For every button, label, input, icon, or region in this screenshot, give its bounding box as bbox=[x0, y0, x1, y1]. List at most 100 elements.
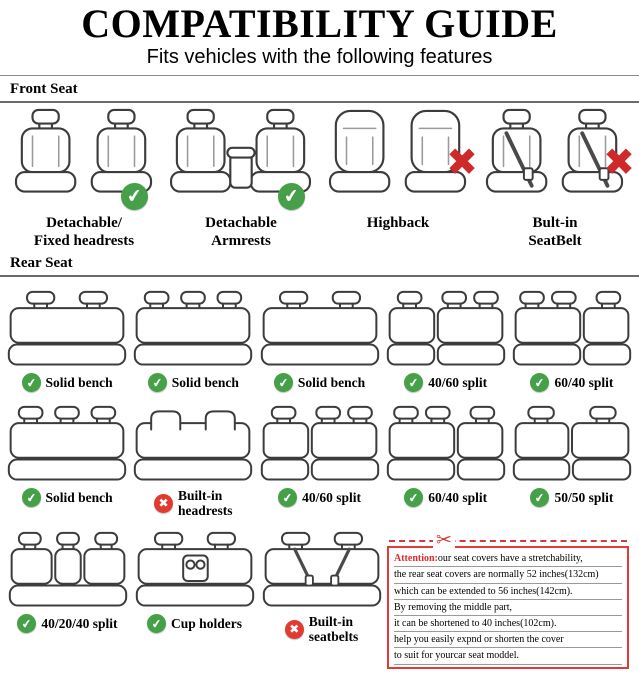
page-subtitle: Fits vehicles with the following feature… bbox=[0, 45, 639, 76]
front-option-label: Detachable Armrests bbox=[205, 215, 277, 249]
check-icon: ✔ bbox=[529, 371, 551, 394]
rear-option-60-40-split: ✔ 60/40 split bbox=[509, 289, 635, 394]
attention-line: which can be extended to 56 inches(142cm… bbox=[394, 584, 622, 600]
rear-option-label-row: ✔ Solid bench bbox=[256, 371, 382, 394]
bench-builtin-headrests-illustration bbox=[130, 404, 256, 486]
rear-option-60-40-split: ✔ 60/40 split bbox=[383, 404, 509, 518]
rear-option-label-row: ✔ Solid bench bbox=[130, 371, 256, 394]
rear-option-label-row: ✔ Cup holders bbox=[131, 612, 258, 635]
attention-line: help you easily expnd or shorten the cov… bbox=[394, 632, 622, 649]
front-option-highback: ✖ Highback bbox=[322, 108, 478, 250]
check-icon: ✔ bbox=[145, 612, 168, 635]
rear-option-label: 40/60 split bbox=[428, 374, 488, 390]
rear-option-label-row: ✔ Solid bench bbox=[4, 371, 130, 394]
rear-option-label: 60/40 split bbox=[554, 374, 614, 390]
check-icon: ✔ bbox=[146, 371, 168, 394]
front-seats-detachable-headrests-illustration: ✔ bbox=[8, 108, 160, 212]
split-40-60-illustration bbox=[383, 289, 509, 371]
rear-option-40-20-40-split: ✔ 40/20/40 split bbox=[4, 530, 131, 668]
attention-box: Attention:our seat covers have a stretch… bbox=[387, 546, 629, 669]
rear-option-label: Solid bench bbox=[297, 374, 366, 390]
rear-option-label: Solid bench bbox=[171, 374, 239, 390]
front-seat-heading: Front Seat bbox=[0, 76, 639, 103]
rear-option-label: 40/20/40 split bbox=[41, 616, 118, 632]
check-icon: ✔ bbox=[403, 371, 425, 394]
rear-option-solid-bench: ✔ Solid bench bbox=[130, 289, 256, 394]
rear-option-label: 60/40 split bbox=[428, 489, 488, 505]
attention-text: our seat covers have a stretchability, bbox=[437, 553, 583, 565]
attention-line: it can be shortened to 40 inches(102cm). bbox=[394, 616, 622, 633]
rear-row-1: ✔ Solid bench ✔ Solid bench ✔ Solid benc… bbox=[4, 277, 635, 394]
attention-line: Attention:our seat covers have a stretch… bbox=[394, 551, 622, 568]
check-icon: ✔ bbox=[16, 612, 38, 635]
rear-option-40-60-split: ✔ 40/60 split bbox=[383, 289, 509, 394]
attention-line: to suit for yourcar seat moddel. bbox=[394, 648, 622, 665]
check-icon: ✔ bbox=[529, 486, 551, 509]
rear-option-label-row: ✔ 40/60 split bbox=[383, 371, 509, 394]
rear-option-label: Solid bench bbox=[45, 374, 113, 390]
cross-icon: ✖ bbox=[446, 140, 478, 184]
front-seats-builtin-seatbelt-illustration: ✖ bbox=[479, 108, 635, 212]
rear-row-2: ✔ Solid bench ✖ Built-in headrests ✔ 40/… bbox=[4, 392, 635, 518]
rear-option-solid-bench: ✔ Solid bench bbox=[4, 289, 130, 394]
rear-option-cup-holders: ✔ Cup holders bbox=[131, 530, 258, 668]
split-40-20-40-illustration bbox=[4, 530, 131, 612]
rear-option-label-row: ✔ Solid bench bbox=[4, 486, 130, 509]
cross-icon: ✖ bbox=[603, 140, 635, 184]
rear-option-50-50-split: ✔ 50/50 split bbox=[509, 404, 635, 518]
front-seat-section: ✔ Detachable/ Fixed headrests ✔ Detachab… bbox=[0, 103, 639, 250]
rear-seat-section: ✔ Solid bench ✔ Solid bench ✔ Solid benc… bbox=[0, 277, 639, 669]
rear-option-label-row: ✔ 40/20/40 split bbox=[4, 612, 131, 635]
rear-option-label-row: ✖ Built-in seatbelts bbox=[258, 614, 385, 644]
cut-line: ✂ bbox=[389, 529, 627, 552]
bench-cup-holders-illustration bbox=[131, 530, 258, 612]
front-option-builtin-seatbelt: ✖ Bult-in SeatBelt bbox=[479, 108, 635, 250]
page-title: COMPATIBILITY GUIDE bbox=[81, 1, 558, 46]
rear-option-label-row: ✔ 60/40 split bbox=[383, 486, 509, 509]
front-option-label: Highback bbox=[366, 215, 430, 231]
split-40-60-illustration bbox=[256, 404, 382, 486]
rear-option-solid-bench: ✔ Solid bench bbox=[256, 289, 382, 394]
rear-option-builtin-headrests: ✖ Built-in headrests bbox=[130, 404, 256, 518]
rear-option-label-row: ✔ 40/60 split bbox=[256, 486, 382, 509]
rear-option-label: Solid bench bbox=[45, 489, 113, 505]
attention-line: the rear seat covers are normally 52 inc… bbox=[394, 567, 622, 584]
bench-three-headrests-illustration bbox=[4, 404, 130, 486]
split-60-40-illustration bbox=[509, 289, 635, 371]
rear-row-3: ✔ 40/20/40 split ✔ Cup holders ✖ Built-i… bbox=[4, 518, 635, 669]
check-icon: ✔ bbox=[20, 371, 42, 394]
cross-icon: ✖ bbox=[284, 619, 304, 639]
attention-area: ✂ Attention:our seat covers have a stret… bbox=[385, 518, 635, 669]
rear-option-label: 50/50 split bbox=[554, 489, 614, 505]
rear-option-40-60-split: ✔ 40/60 split bbox=[256, 404, 382, 518]
front-seats-detachable-armrests-illustration: ✔ bbox=[165, 108, 317, 212]
front-option-detachable-armrests: ✔ Detachable Armrests bbox=[165, 108, 317, 250]
rear-option-label-row: ✔ 60/40 split bbox=[509, 371, 635, 394]
check-icon: ✔ bbox=[403, 486, 425, 509]
rear-seat-heading: Rear Seat bbox=[0, 250, 639, 277]
attention-title: Attention: bbox=[394, 553, 438, 565]
bench-builtin-seatbelts-illustration bbox=[258, 530, 385, 612]
bench-two-headrests-illustration bbox=[4, 289, 130, 371]
rear-option-label: Built-in headrests bbox=[178, 488, 233, 519]
rear-option-label: Built-in seatbelts bbox=[308, 614, 359, 645]
rear-option-solid-bench: ✔ Solid bench bbox=[4, 404, 130, 518]
rear-option-label: 40/60 split bbox=[302, 489, 361, 505]
rear-option-builtin-seatbelts: ✖ Built-in seatbelts bbox=[258, 530, 385, 668]
scissors-icon: ✂ bbox=[433, 529, 455, 552]
attention-line: By removing the middle part, bbox=[394, 600, 622, 616]
check-icon: ✔ bbox=[20, 486, 42, 509]
front-option-label: Bult-in SeatBelt bbox=[528, 215, 582, 249]
front-option-label: Detachable/ Fixed headrests bbox=[33, 215, 135, 249]
cross-icon: ✖ bbox=[154, 493, 174, 513]
split-50-50-illustration bbox=[509, 404, 635, 486]
front-seats-highback-illustration: ✖ bbox=[322, 108, 478, 212]
front-option-detachable-headrests: ✔ Detachable/ Fixed headrests bbox=[8, 108, 160, 250]
rear-option-label: Cup holders bbox=[171, 616, 242, 632]
bench-three-headrests-illustration bbox=[130, 289, 256, 371]
rear-option-label-row: ✖ Built-in headrests bbox=[130, 488, 256, 518]
bench-two-headrests-illustration bbox=[256, 289, 382, 371]
rear-option-label-row: ✔ 50/50 split bbox=[509, 486, 635, 509]
split-60-40-illustration bbox=[383, 404, 509, 486]
